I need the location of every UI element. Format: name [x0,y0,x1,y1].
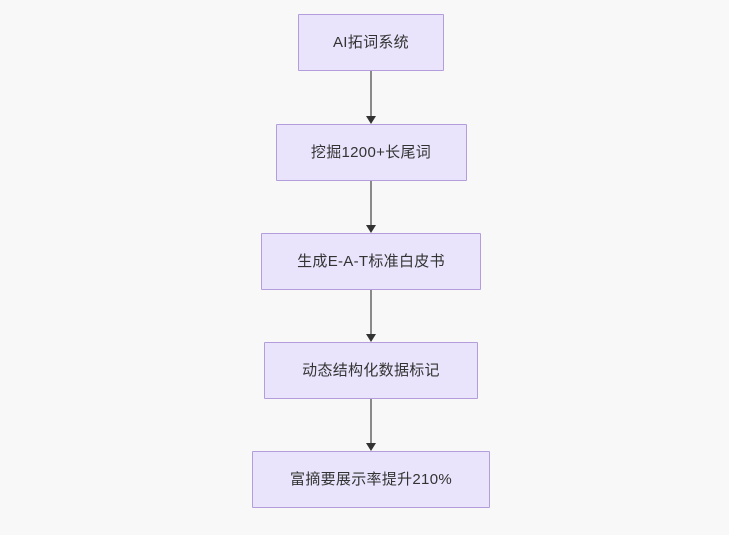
flowchart-node-label: 挖掘1200+长尾词 [310,143,432,161]
connector-line [370,71,372,117]
flowchart-node-label: 生成E-A-T标准白皮书 [297,252,445,270]
arrowhead-icon [366,116,376,124]
arrowhead-icon [366,334,376,342]
connector-node3-to-node4 [366,290,377,342]
flowchart-node-ai-keyword-system[interactable]: AI拓词系统 [298,14,444,71]
connector-node2-to-node3 [366,181,377,233]
connector-node1-to-node2 [366,71,377,124]
flowchart-node-label: AI拓词系统 [333,33,409,51]
flowchart-node-label: 动态结构化数据标记 [302,361,440,379]
flowchart-node-label: 富摘要展示率提升210% [290,470,452,488]
arrowhead-icon [366,443,376,451]
flowchart-node-structured-data-markup[interactable]: 动态结构化数据标记 [264,342,478,399]
connector-node4-to-node5 [366,399,377,451]
arrowhead-icon [366,225,376,233]
flowchart-node-rich-snippet-result[interactable]: 富摘要展示率提升210% [252,451,490,508]
connector-line [370,290,372,335]
flowchart-node-longtail-keywords[interactable]: 挖掘1200+长尾词 [275,124,467,181]
flowchart-node-eat-whitepaper[interactable]: 生成E-A-T标准白皮书 [261,233,481,290]
connector-line [370,181,372,226]
connector-line [370,399,372,444]
